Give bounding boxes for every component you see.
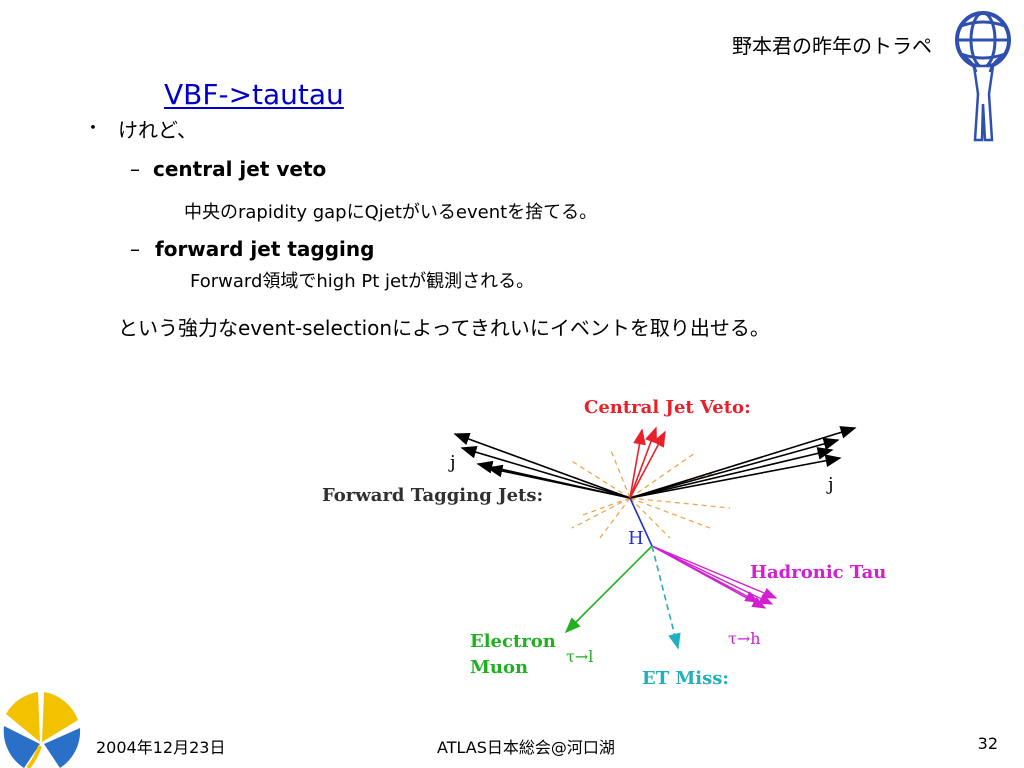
central-jets (629, 426, 666, 499)
label-muon: Muon (470, 657, 528, 678)
slide-title: VBF->tautau (164, 78, 344, 111)
bullet-marker: ・ (84, 118, 102, 139)
label-electron: Electron (470, 631, 556, 652)
forward-jets-right (629, 426, 857, 499)
footer-event: ATLAS日本総会@河口湖 (437, 738, 615, 757)
label-higgs: H (628, 528, 644, 549)
atlas-logo (955, 11, 1011, 142)
underlying-event-dashes (569, 447, 731, 539)
bullet-text: けれど、 (118, 118, 197, 142)
label-central-jet-veto: Central Jet Veto: (584, 397, 751, 418)
label-tau-l: τ→l (566, 647, 593, 666)
label-hadronic-tau: Hadronic Tau (750, 562, 886, 583)
lepton-line (564, 545, 653, 634)
corner-note: 野本君の昨年のトラペ (732, 34, 932, 58)
central-jet-veto-description: 中央のrapidity gapにQjetがいるeventを捨てる。 (184, 202, 598, 223)
subpoint-central-jet-veto: central jet veto (153, 157, 327, 181)
dash-marker: – (130, 157, 140, 181)
vbf-event-diagram: Central Jet Veto: Forward Tagging Jets: … (322, 397, 886, 689)
hadronic-tau-jets (651, 545, 778, 609)
page-number: 32 (977, 734, 998, 753)
dash-marker: – (130, 237, 140, 261)
label-jet-left: j (448, 452, 456, 473)
conclusion-text: という強力なevent-selectionによってきれいにイベントを取り出せる。 (118, 316, 770, 340)
forward-jet-tagging-description: Forward領域でhigh Pt jetが観測される。 (190, 271, 535, 292)
label-forward-tagging-jets: Forward Tagging Jets: (322, 485, 543, 506)
footer-date: 2004年12月23日 (96, 738, 226, 757)
forward-jets-left (453, 432, 631, 499)
label-tau-h: τ→h (728, 629, 761, 648)
university-ginkgo-logo (3, 692, 81, 768)
higgs-line (629, 497, 653, 547)
missing-et-line (651, 545, 681, 650)
label-jet-right: j (826, 474, 834, 495)
label-et-miss: ET Miss: (642, 668, 729, 689)
subpoint-forward-jet-tagging: forward jet tagging (155, 237, 375, 261)
